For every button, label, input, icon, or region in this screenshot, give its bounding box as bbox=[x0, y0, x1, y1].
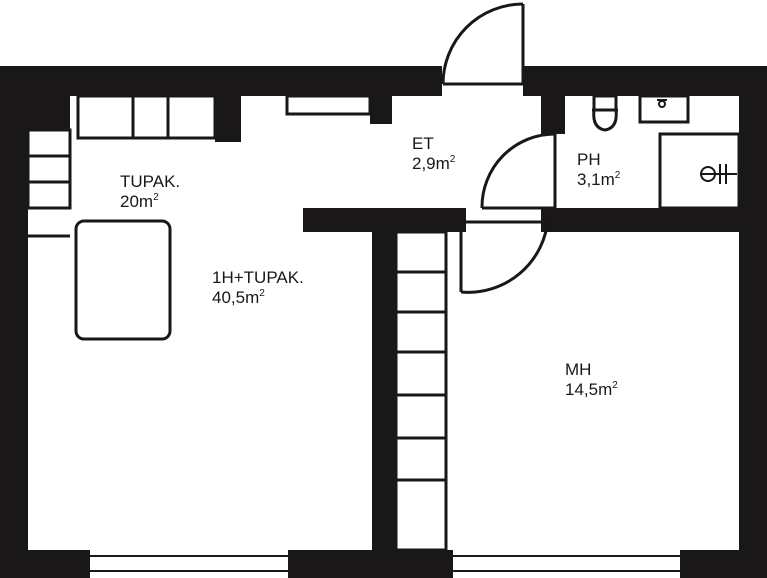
room-area-mh: 14,5m2 bbox=[565, 380, 618, 399]
room-label-tupak: TUPAK. 20m2 bbox=[120, 172, 180, 212]
entrance-door bbox=[441, 2, 525, 86]
wall-bottom-mid bbox=[288, 550, 453, 578]
kitchen-counter bbox=[26, 94, 372, 238]
shower-area bbox=[658, 132, 741, 210]
wall-bottom-left bbox=[0, 550, 90, 578]
room-name-main: 1H+TUPAK. bbox=[212, 268, 304, 287]
sink-tap-icon bbox=[658, 100, 666, 108]
wall-right bbox=[739, 66, 767, 578]
bathroom-door-arc bbox=[480, 132, 556, 209]
wall-mh-top bbox=[549, 208, 767, 232]
bed-furniture bbox=[74, 219, 172, 341]
toilet-icon bbox=[592, 94, 618, 132]
room-area-main: 40,5m2 bbox=[212, 288, 265, 307]
cabinet-left bbox=[26, 128, 72, 210]
wardrobe-frame bbox=[394, 230, 448, 552]
wall-bottom-right bbox=[680, 550, 767, 578]
outer-walls bbox=[0, 66, 767, 578]
windows bbox=[90, 555, 680, 572]
bathroom-fixtures bbox=[592, 94, 741, 210]
wall-ph-left-upper bbox=[541, 66, 565, 134]
wall-left-upper-block bbox=[0, 66, 70, 130]
wall-left bbox=[0, 66, 28, 578]
pillar-kitchen bbox=[215, 66, 241, 142]
room-area-et: 2,9m2 bbox=[412, 154, 456, 173]
wall-vertical-center bbox=[372, 208, 396, 578]
bathroom-door bbox=[480, 132, 557, 210]
sink-cabinet bbox=[638, 94, 690, 124]
bedroom-door bbox=[459, 217, 550, 294]
room-label-main: 1H+TUPAK. 40,5m2 bbox=[212, 268, 304, 308]
pillar-entry bbox=[370, 66, 392, 124]
bedroom-door-arc bbox=[460, 217, 550, 294]
room-label-et: ET 2,9m2 bbox=[412, 134, 455, 174]
wardrobe bbox=[394, 230, 448, 552]
room-name-et: ET bbox=[412, 134, 434, 153]
room-name-mh: MH bbox=[565, 360, 592, 379]
interior-walls bbox=[0, 66, 767, 578]
room-area-tupak: 20m2 bbox=[120, 192, 159, 211]
counter-right bbox=[285, 94, 372, 116]
room-name-tupak: TUPAK. bbox=[120, 172, 181, 191]
entrance-door-arc bbox=[441, 2, 524, 85]
room-label-ph: PH 3,1m2 bbox=[577, 150, 620, 190]
room-area-ph: 3,1m2 bbox=[577, 170, 621, 189]
counter-top bbox=[76, 94, 217, 140]
room-name-ph: PH bbox=[577, 150, 601, 169]
room-label-mh: MH 14,5m2 bbox=[565, 360, 618, 400]
